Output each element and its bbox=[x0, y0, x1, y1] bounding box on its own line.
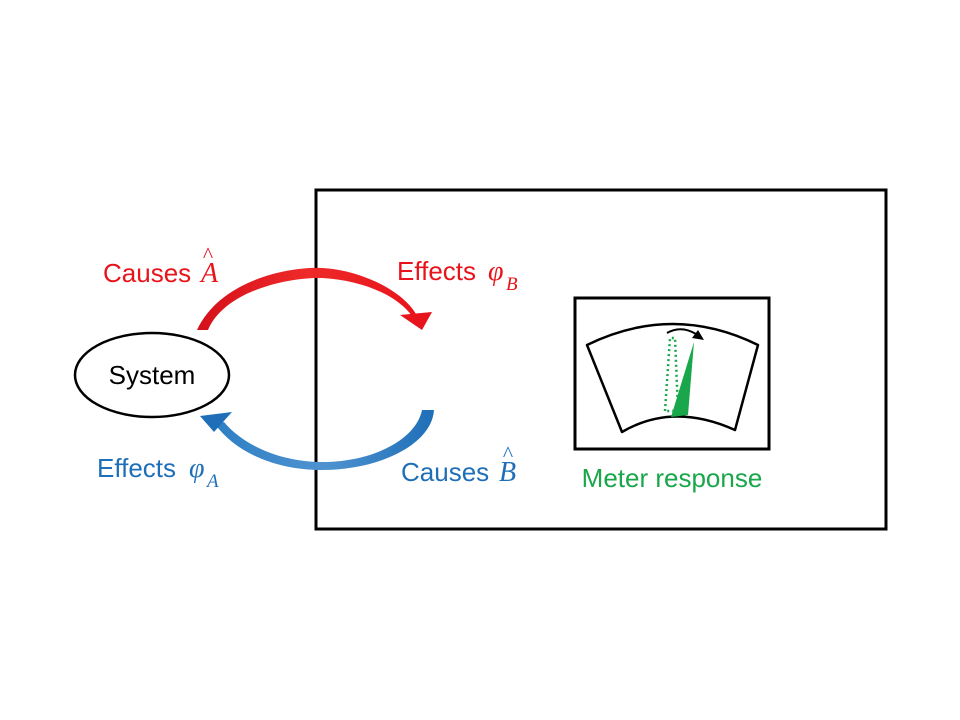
causes-b-hat: ^ bbox=[502, 441, 513, 466]
meter-needle bbox=[671, 342, 694, 417]
causes-b-symbol: B bbox=[499, 457, 516, 488]
effects-b-word: Effects bbox=[397, 256, 476, 286]
effects-b-symbol: φ bbox=[488, 256, 504, 287]
effects-b-subscript: B bbox=[506, 274, 518, 295]
blue-causal-arrow bbox=[200, 410, 434, 470]
causes-a-hat: ^ bbox=[202, 242, 213, 267]
effects-a-word: Effects bbox=[97, 453, 176, 483]
meter-response-label: Meter response bbox=[582, 463, 763, 493]
system-ellipse bbox=[73, 331, 231, 419]
causes-a-word: Causes bbox=[103, 258, 191, 288]
effects-a-subscript: A bbox=[205, 471, 219, 492]
meter-dial bbox=[585, 322, 760, 434]
system-label: System bbox=[109, 360, 196, 390]
causes-a-symbol: A bbox=[199, 258, 219, 289]
deflection-arrow-icon bbox=[666, 328, 704, 340]
apparatus-box bbox=[314, 188, 888, 531]
effects-a-symbol: φ bbox=[189, 453, 205, 484]
red-causal-arrow bbox=[197, 267, 432, 330]
causes-b-word: Causes bbox=[401, 457, 489, 487]
